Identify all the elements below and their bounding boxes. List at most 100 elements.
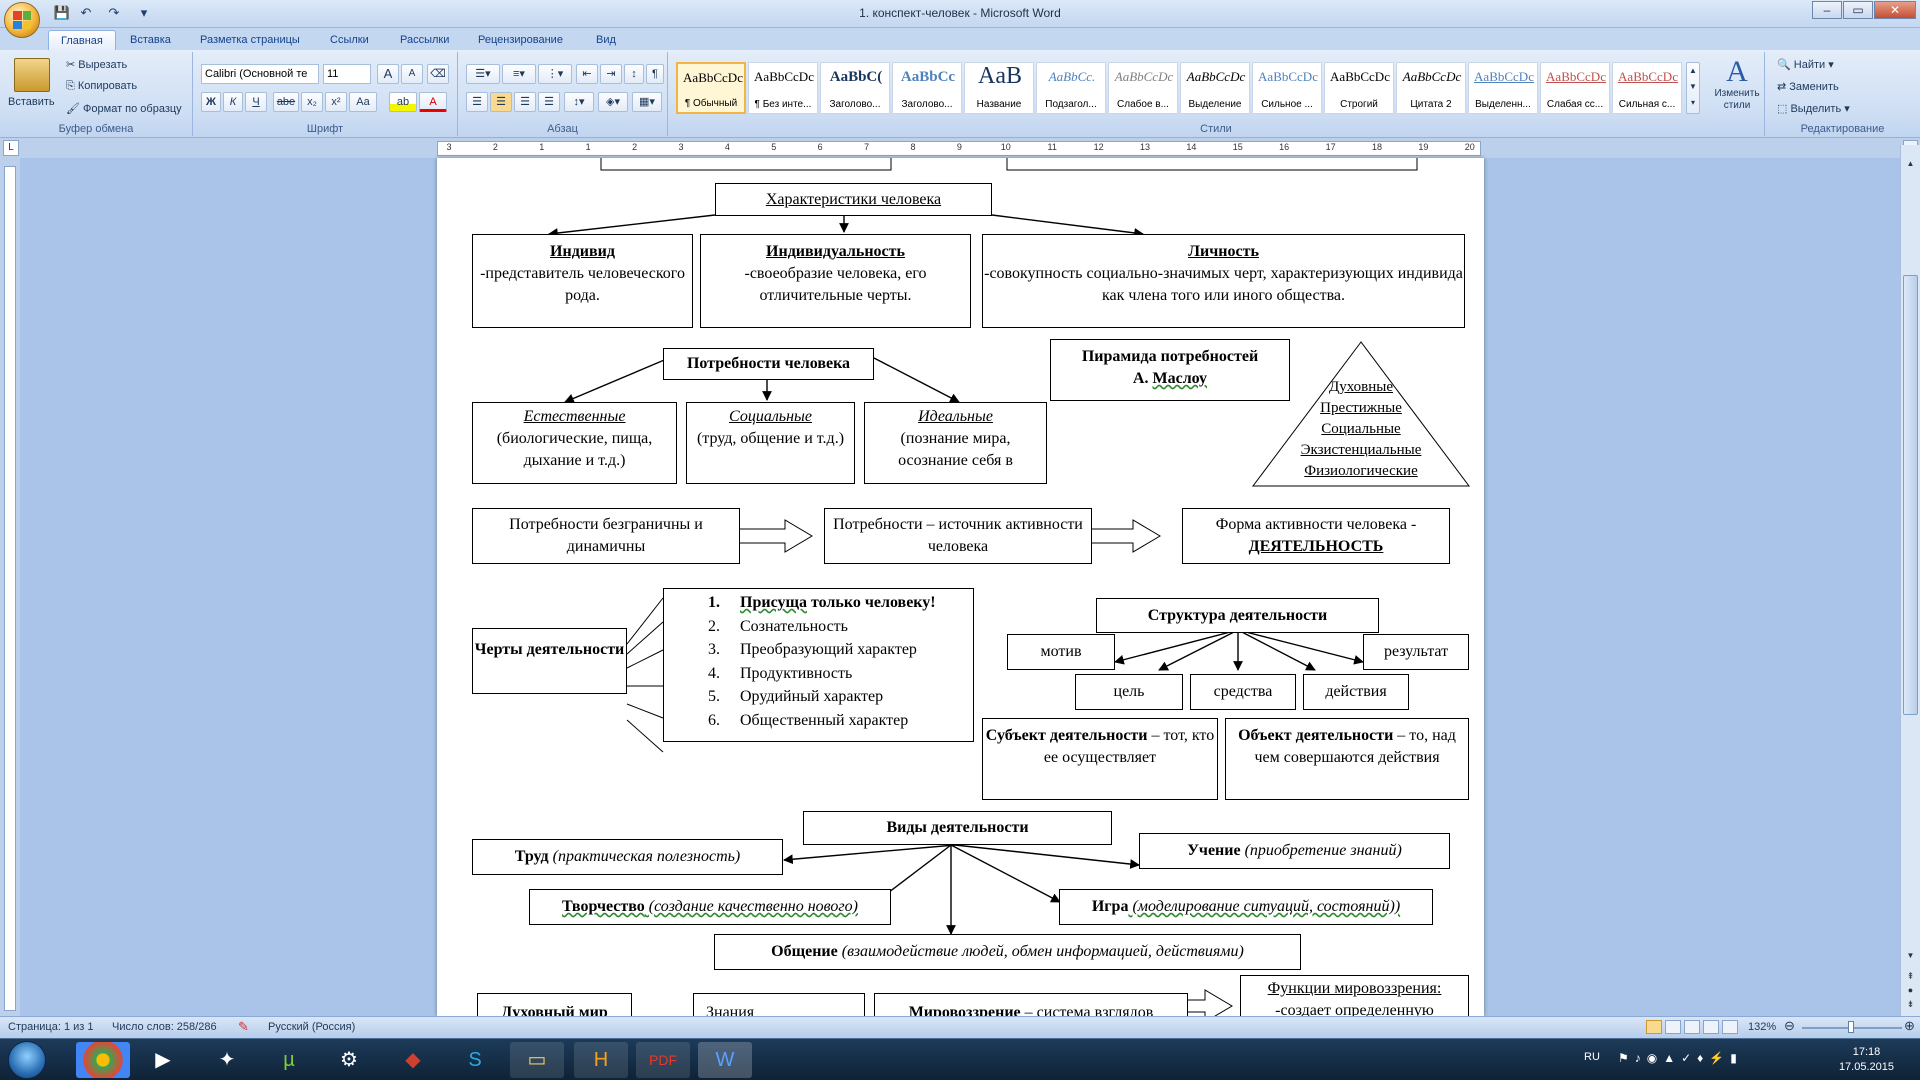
proofing-icon[interactable]: ✎ <box>238 1019 249 1034</box>
skype-icon[interactable]: S <box>468 1049 482 1071</box>
prev-page-icon[interactable]: ⇞ <box>1906 971 1915 981</box>
font-color-icon[interactable]: A <box>419 92 447 112</box>
format-painter-button[interactable]: 🖌 Формат по образцу <box>66 103 182 115</box>
chrome-icon[interactable] <box>76 1042 130 1078</box>
cut-button[interactable]: ✂ Вырезать <box>66 59 128 71</box>
sort-icon[interactable]: ↕ <box>624 64 644 84</box>
tray-icons[interactable]: ⚑♪◉▲✓♦⚡▮ <box>1618 1051 1743 1065</box>
style-item[interactable]: AaBbCcDc¶ Без инте... <box>748 62 818 114</box>
steam-icon[interactable]: ⚙ <box>340 1049 358 1071</box>
superscript-button[interactable]: x² <box>325 92 347 112</box>
paste-icon[interactable] <box>14 58 50 92</box>
tab-home[interactable]: Главная <box>48 30 116 50</box>
dota-icon[interactable]: ◆ <box>405 1049 421 1071</box>
browse-object-icon[interactable]: ● <box>1907 985 1914 995</box>
align-right-icon[interactable]: ☰ <box>514 92 536 112</box>
borders-icon[interactable]: ▦▾ <box>632 92 662 112</box>
draft-icon[interactable] <box>1722 1020 1738 1034</box>
justify-icon[interactable]: ☰ <box>538 92 560 112</box>
scroll-down-icon[interactable]: ▼ <box>1906 951 1915 960</box>
pdf-icon[interactable]: PDF <box>636 1042 690 1078</box>
italic-button[interactable]: К <box>223 92 243 112</box>
zoom-out-icon[interactable]: ⊖ <box>1784 1018 1795 1033</box>
close-button[interactable]: ✕ <box>1874 1 1916 19</box>
next-page-icon[interactable]: ⇟ <box>1906 999 1915 1009</box>
zoom-slider-thumb[interactable] <box>1848 1021 1854 1033</box>
web-layout-icon[interactable] <box>1684 1020 1700 1034</box>
line-spacing-icon[interactable]: ↕▾ <box>564 92 594 112</box>
decrease-indent-icon[interactable]: ⇤ <box>576 64 598 84</box>
grow-font-button[interactable]: A <box>377 64 399 84</box>
media-player-icon[interactable]: ▶ <box>155 1049 171 1071</box>
full-screen-icon[interactable] <box>1665 1020 1681 1034</box>
tab-view[interactable]: Вид <box>596 34 616 46</box>
shrink-font-button[interactable]: A <box>401 64 423 84</box>
change-case-button[interactable]: Aa <box>349 92 377 112</box>
tab-review[interactable]: Рецензирование <box>478 34 563 46</box>
shading-icon[interactable]: ◈▾ <box>598 92 628 112</box>
customize-qat-icon[interactable]: ▾ <box>140 5 148 20</box>
document-page[interactable]: Характеристики человека Индивид -предста… <box>437 158 1484 1016</box>
tab-mailings[interactable]: Рассылки <box>400 34 450 46</box>
clear-format-icon[interactable]: ⌫ <box>427 64 449 84</box>
style-item[interactable]: AaBbCc.Подзагол... <box>1036 62 1106 114</box>
align-left-icon[interactable]: ☰ <box>466 92 488 112</box>
utorrent-icon[interactable]: µ <box>283 1049 295 1071</box>
explorer-icon[interactable]: ▭ <box>510 1042 564 1078</box>
find-button[interactable]: 🔍 Найти ▾ <box>1777 59 1834 71</box>
maximize-button[interactable]: ▭ <box>1843 1 1873 19</box>
word-count[interactable]: Число слов: 258/286 <box>112 1021 217 1033</box>
replace-button[interactable]: ⇄ Заменить <box>1777 81 1839 93</box>
start-button[interactable] <box>8 1041 46 1079</box>
minimize-button[interactable]: – <box>1812 1 1842 19</box>
bullets-icon[interactable]: ☰▾ <box>466 64 500 84</box>
scroll-up-icon[interactable]: ▲ <box>1906 159 1915 168</box>
subscript-button[interactable]: x₂ <box>301 92 323 112</box>
tab-selector-icon[interactable]: L <box>3 140 19 156</box>
tab-insert[interactable]: Вставка <box>130 34 171 46</box>
numbering-icon[interactable]: ≡▾ <box>502 64 536 84</box>
tab-references[interactable]: Ссылки <box>330 34 369 46</box>
style-item[interactable]: AaBbCcDc¶ Обычный <box>676 62 746 114</box>
outline-icon[interactable] <box>1703 1020 1719 1034</box>
align-center-icon[interactable]: ☰ <box>490 92 512 112</box>
word-icon[interactable]: W <box>698 1042 752 1078</box>
styles-scroll-icon[interactable]: ▲▼▾ <box>1686 62 1700 114</box>
office-button[interactable] <box>4 2 40 38</box>
paste-button[interactable]: Вставить <box>8 96 55 108</box>
redo-icon[interactable]: ↷ <box>108 5 120 20</box>
app-store-icon[interactable]: ✦ <box>218 1049 236 1071</box>
vertical-ruler[interactable] <box>0 158 20 1016</box>
language-indicator[interactable]: Русский (Россия) <box>268 1021 356 1033</box>
underline-button[interactable]: Ч <box>245 92 267 112</box>
zoom-level[interactable]: 132% <box>1748 1021 1777 1033</box>
clock[interactable]: 17:18 17.05.2015 <box>1839 1045 1894 1075</box>
select-button[interactable]: ⬚ Выделить ▾ <box>1777 103 1850 115</box>
style-item[interactable]: AaBbC(Заголово... <box>820 62 890 114</box>
save-icon[interactable]: 💾 <box>53 5 71 20</box>
print-layout-icon[interactable] <box>1646 1020 1662 1034</box>
bold-button[interactable]: Ж <box>201 92 221 112</box>
scrollbar-thumb[interactable] <box>1903 275 1918 715</box>
multilevel-list-icon[interactable]: ⋮▾ <box>538 64 572 84</box>
strikethrough-button[interactable]: abe <box>273 92 299 112</box>
input-language[interactable]: RU <box>1584 1051 1600 1063</box>
vertical-scrollbar[interactable]: ▲ ▼ ⇞ ● ⇟ <box>1900 145 1920 1016</box>
font-size-select[interactable]: 11 <box>323 64 371 84</box>
tab-page-layout[interactable]: Разметка страницы <box>200 34 300 46</box>
copy-button[interactable]: ⎘ Копировать <box>66 80 138 92</box>
h-app-icon[interactable]: H <box>574 1042 628 1078</box>
undo-icon[interactable]: ↶ <box>80 5 92 20</box>
page-count[interactable]: Страница: 1 из 1 <box>8 1021 94 1033</box>
